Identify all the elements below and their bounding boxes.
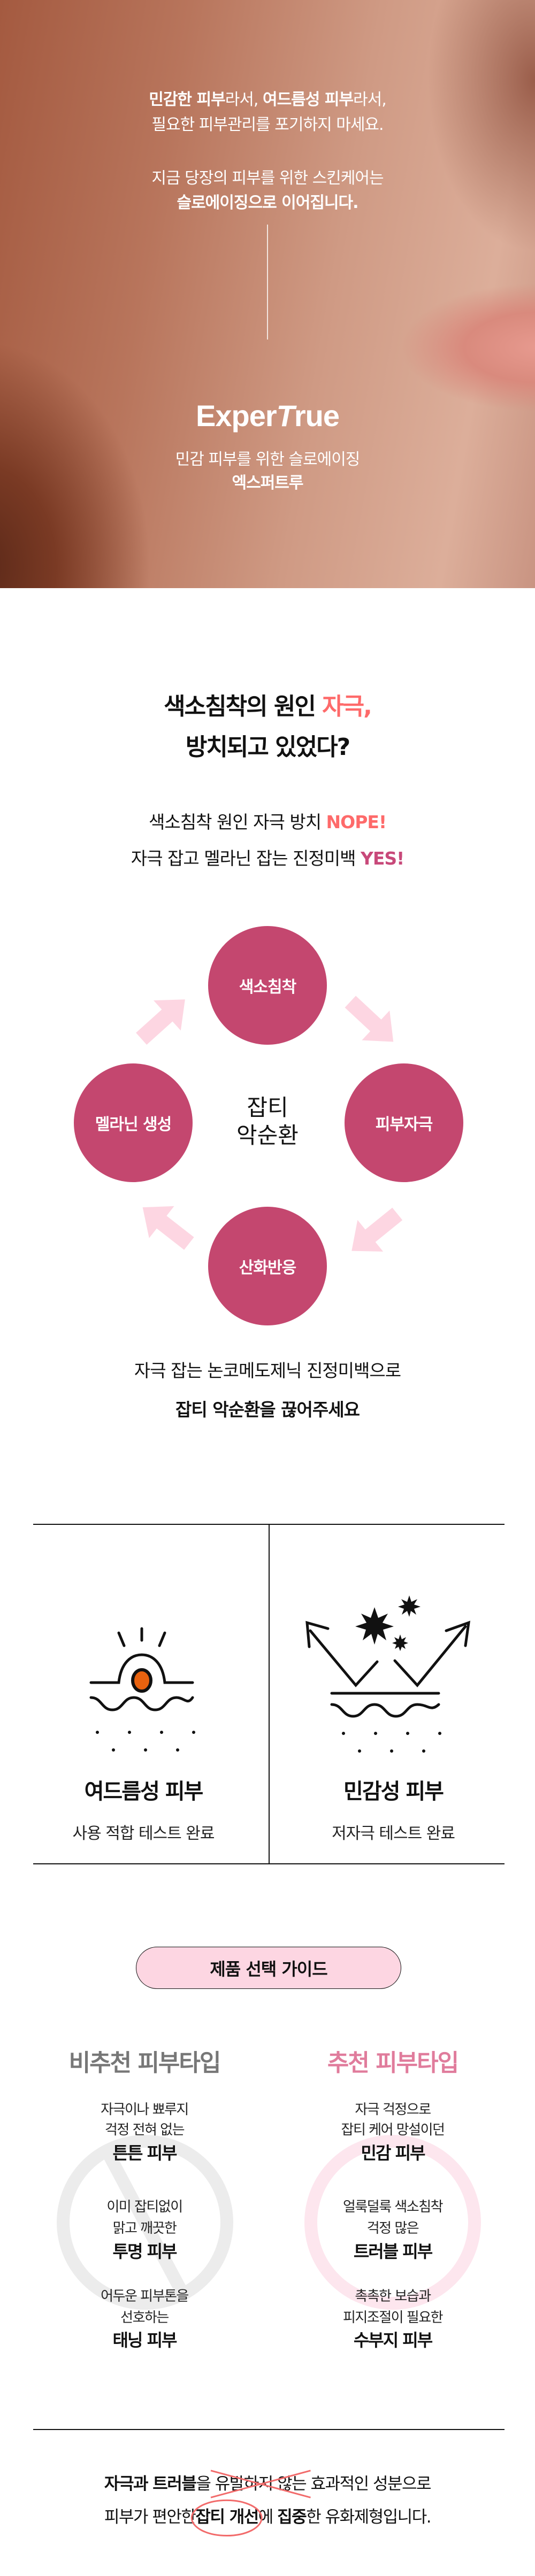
item-desc: 이미 잡티없이 (106, 2199, 183, 2215)
hero-line-4: 슬로에이징으로 이어집니다. (177, 194, 358, 212)
logo-part: rue (294, 399, 340, 433)
closing-bold: 집중 (277, 2508, 307, 2527)
title-highlight: 자극, (322, 693, 372, 720)
item-type: 튼튼 피부 (112, 2143, 178, 2163)
nope-line: 색소침착 원인 자극 방치 NOPE! (0, 804, 535, 840)
yes-label: YES! (360, 848, 404, 869)
hero-bold: 여드름성 피부 (262, 90, 354, 109)
closing-line-1: 자극과 트러블을 유발하지 않는 효과적인 성분으로 (0, 2468, 535, 2500)
cause-bottom-1: 자극 잡는 논코메도제닉 진정미백으로 (134, 1360, 401, 1381)
arrow-icon (127, 984, 199, 1054)
nope-text: 색소침착 원인 자극 방치 (148, 812, 326, 832)
divider (33, 2429, 505, 2430)
recommended-heading: 추천 피부타입 (327, 2049, 459, 2077)
hero-banner: 민감한 피부라서, 여드름성 피부라서, 필요한 피부관리를 포기하지 마세요.… (0, 0, 535, 588)
arrow-icon (130, 1191, 202, 1260)
cycle-center-1: 잡티 (247, 1094, 288, 1121)
cause-title-2: 방치되고 있었다? (185, 734, 350, 761)
item-desc: 어두운 피부톤을 (101, 2288, 189, 2304)
cycle-step-pigmentation: 색소침착 (208, 926, 327, 1045)
item-type: 투명 피부 (112, 2241, 178, 2262)
item-desc: 걱정 많은 (366, 2220, 419, 2236)
item-type: 태닝 피부 (112, 2330, 178, 2350)
title-text: 색소침착의 원인 (164, 693, 323, 720)
hero-bold: 민감한 피부 (149, 90, 225, 109)
not-recommended-heading: 비추천 피부타입 (68, 2049, 221, 2077)
item-desc: 피지조절이 필요한 (342, 2310, 444, 2326)
item-type: 트러블 피부 (353, 2241, 433, 2262)
cycle-step-irritation: 피부자극 (345, 1063, 463, 1182)
test-title-acne: 여드름성 피부 (84, 1779, 204, 1804)
cycle-step-oxidation: 산화반응 (208, 1207, 327, 1325)
divider-line (267, 225, 268, 340)
item-desc: 자극이나 뾰루지 (101, 2102, 189, 2118)
divider (269, 1524, 270, 1864)
nope-label: NOPE! (326, 812, 387, 832)
test-sub-sensitive: 저자극 테스트 완료 (332, 1824, 455, 1843)
logo-part: T (276, 399, 295, 433)
item-desc: 자극 걱정으로 (355, 2102, 431, 2118)
brand-logo: ExperTrue (0, 398, 535, 433)
closing-bold: 자극과 트러블 (104, 2474, 197, 2494)
strike-x-icon (211, 2465, 310, 2503)
cycle-center-2: 악순환 (236, 1122, 299, 1148)
cause-title-1: 색소침착의 원인 자극, (0, 688, 535, 726)
cause-bottom-2: 잡티 악순환을 끊어주세요 (175, 1399, 360, 1420)
yes-text: 자극 잡고 멜라닌 잡는 진정미백 (131, 848, 361, 869)
irritant-deflect-icon (305, 1595, 471, 1753)
item-desc: 얼룩덜룩 색소침착 (342, 2199, 444, 2215)
brand-name-kr: 엑스퍼트루 (232, 474, 304, 492)
item-desc: 촉촉한 보습과 (355, 2288, 431, 2304)
closing-text: 을 (196, 2474, 215, 2494)
item-desc: 걱정 전혀 없는 (104, 2122, 185, 2138)
hero-text: 라서, (353, 90, 387, 109)
item-type: 수부지 피부 (353, 2330, 433, 2350)
closing-bold: 잡티 개선 (195, 2508, 259, 2527)
guide-pill: 제품 선택 가이드 (136, 1947, 401, 1989)
hero-line-1: 민감한 피부라서, 여드름성 피부라서, (0, 88, 535, 112)
arrow-icon (339, 1198, 410, 1267)
item-type: 민감 피부 (361, 2143, 426, 2163)
yes-line: 자극 잡고 멜라닌 잡는 진정미백 YES! (0, 840, 535, 877)
item-desc: 잡티 케어 망설이던 (341, 2122, 445, 2138)
cycle-step-melanin: 멜라닌 생성 (74, 1063, 193, 1182)
pimple-skin-icon (89, 1627, 195, 1752)
closing-text: 피부가 편안한 (104, 2508, 196, 2527)
test-title-sensitive: 민감성 피부 (343, 1779, 444, 1804)
divider (33, 1863, 505, 1864)
circle-mark-icon (191, 2498, 262, 2536)
arrow-icon (336, 986, 408, 1057)
test-sub-acne: 사용 적합 테스트 완료 (72, 1824, 215, 1843)
circled-text: 잡티 개선 (195, 2501, 258, 2533)
logo-part: Exper (195, 399, 277, 433)
item-desc: 맑고 깨끗한 (112, 2220, 177, 2236)
hero-text: 라서, (225, 90, 263, 109)
hero-line-2: 필요한 피부관리를 포기하지 마세요. (151, 115, 384, 134)
closing-text: 효과적인 성분으로 (306, 2474, 432, 2494)
hero-line-3: 지금 당장의 피부를 위한 스킨케어는 (151, 169, 384, 188)
item-desc: 선호하는 (120, 2310, 169, 2326)
closing-text: 한 유화제형입니다. (306, 2508, 431, 2527)
brand-tagline: 민감 피부를 위한 슬로에이징 (175, 450, 361, 469)
struck-text: 유발하지 않는 (215, 2468, 306, 2500)
